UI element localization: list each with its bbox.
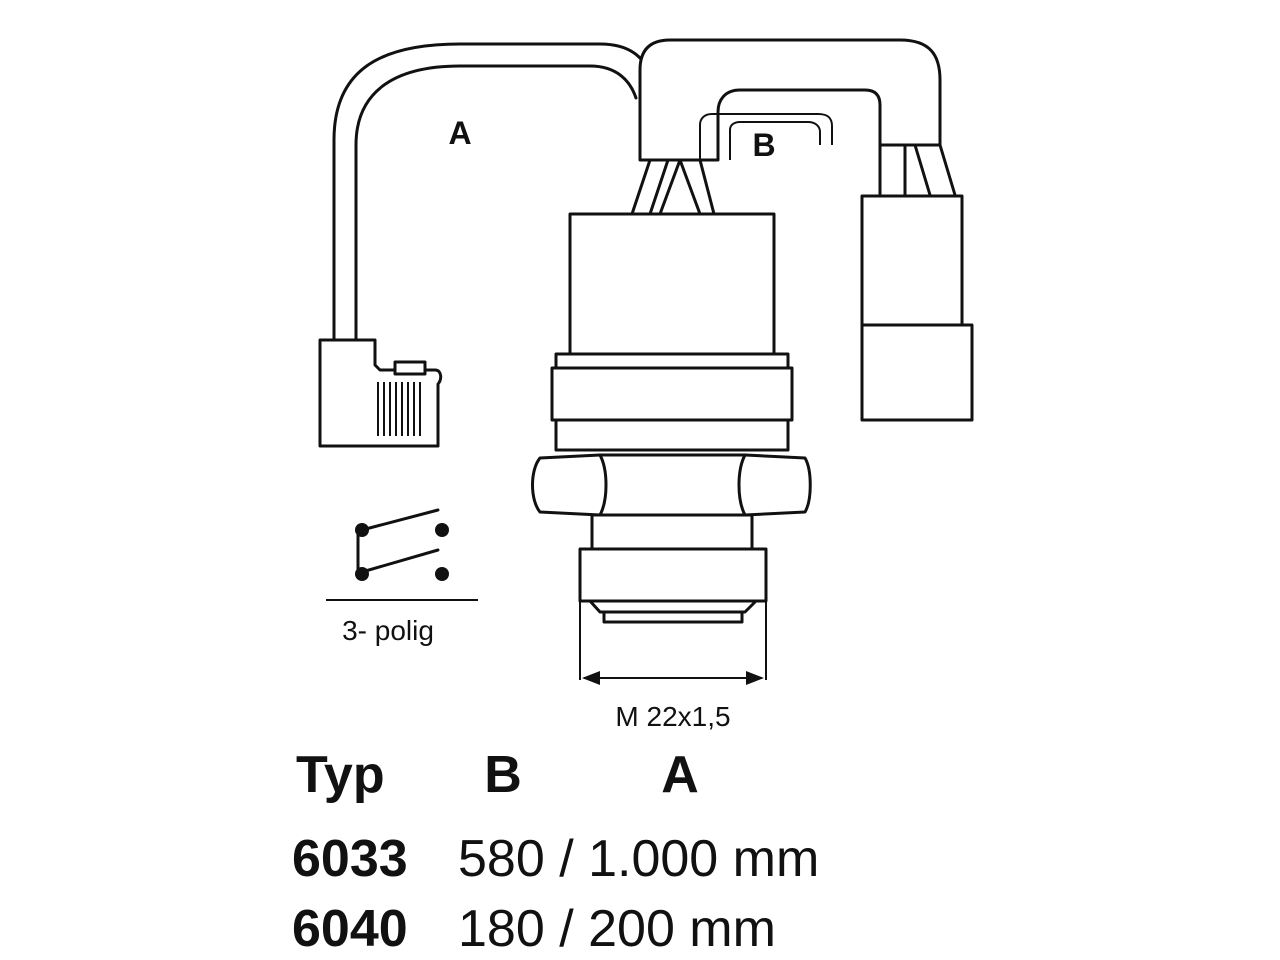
connector-b: [860, 194, 974, 422]
table-header-b: B: [484, 746, 522, 804]
table-row-type: 6040: [292, 900, 408, 958]
cable-b: [638, 38, 957, 197]
cable-a-label: A: [448, 115, 471, 151]
table-row-length: 580 / 1.000 mm: [458, 830, 819, 888]
body-wires: [630, 158, 716, 216]
thread-label: M 22x1,5: [615, 701, 730, 732]
spec-table: Typ B A 6033 580 / 1.000 mm 6040 180 / 2…: [292, 746, 819, 958]
sensor-body: [550, 212, 794, 452]
table-row-length: 180 / 200 mm: [458, 900, 776, 958]
table-row-type: 6033: [292, 830, 408, 888]
table-header-typ: Typ: [296, 746, 385, 804]
table-header-a: A: [661, 746, 699, 804]
connector-a-ribs: [377, 382, 421, 436]
threaded-stem: [578, 513, 768, 624]
cable-a: [332, 42, 650, 342]
hex-nut: [531, 453, 812, 517]
cable-b-label: B: [752, 127, 775, 163]
switch-symbol: [326, 508, 478, 601]
connector-a: [318, 338, 443, 448]
switch-caption: 3- polig: [342, 615, 434, 646]
thread-dimension: [579, 601, 767, 685]
